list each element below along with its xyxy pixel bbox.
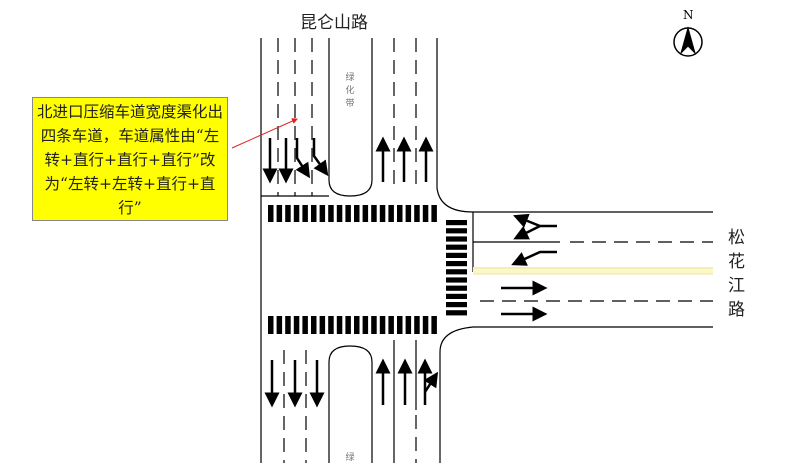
north-arrow-icon — [673, 26, 703, 57]
crosswalk-stripe — [446, 277, 467, 283]
crosswalk-stripe — [328, 316, 334, 334]
crosswalk-stripe — [268, 316, 274, 334]
crosswalk-stripe — [397, 316, 403, 334]
crosswalk-stripe — [285, 205, 291, 222]
crosswalk-stripe — [446, 285, 467, 291]
crosswalk-stripe — [362, 205, 369, 222]
crosswalk-stripe — [422, 205, 429, 222]
crosswalk-stripe — [293, 205, 300, 222]
callout-pointer — [231, 118, 298, 149]
median-label: 绿化带 — [345, 73, 355, 109]
crosswalk-stripe — [388, 316, 394, 334]
arrow-left-turn — [295, 138, 311, 179]
crosswalk-stripe — [328, 205, 334, 222]
arrow-left-west — [511, 250, 557, 266]
crosswalk-stripe — [319, 316, 326, 334]
crosswalk-stripe — [405, 316, 412, 334]
crosswalk-stripe — [446, 269, 467, 275]
crosswalk-stripe — [414, 316, 420, 334]
crosswalk-stripe — [285, 316, 291, 334]
crosswalk-stripe — [422, 316, 429, 334]
crosswalk-stripe — [371, 205, 377, 222]
crosswalk-stripe — [446, 236, 467, 242]
arrow-turn-west — [513, 213, 557, 228]
arrow-turn-west — [513, 224, 541, 240]
crosswalk-stripe — [276, 316, 283, 334]
arrow-right-turn — [423, 371, 439, 393]
crosswalk-stripe — [302, 205, 308, 222]
crosswalk-stripe — [397, 205, 403, 222]
crosswalks — [268, 205, 467, 334]
crosswalk-stripe — [354, 205, 360, 222]
crosswalk-stripe — [446, 310, 467, 316]
lane-arrows — [262, 136, 557, 408]
crosswalk-stripe — [354, 316, 360, 334]
crosswalk-stripe — [336, 316, 343, 334]
crosswalk-stripe — [446, 228, 467, 234]
crosswalk-stripe — [345, 316, 351, 334]
crosswalk-stripe — [446, 302, 467, 308]
arrow-left-turn — [312, 138, 329, 177]
crosswalk-stripe — [293, 316, 300, 334]
crosswalk-stripe — [446, 244, 467, 250]
crosswalk-stripe — [414, 205, 420, 222]
crosswalk-stripe — [405, 205, 412, 222]
crosswalk-stripe — [268, 205, 274, 222]
crosswalk-stripe — [379, 316, 386, 334]
crosswalk-stripe — [371, 316, 377, 334]
crosswalk-stripe — [345, 205, 351, 222]
compass-label: N — [683, 8, 694, 22]
callout-box: 北进口压缩车道宽度渠化出四条车道，车道属性由“左转+直行+直行+直行”改为“左转… — [32, 97, 228, 221]
road-edges — [260, 38, 713, 463]
lane-dashes — [277, 38, 713, 463]
crosswalk-stripe — [311, 316, 317, 334]
crosswalk-stripe — [276, 205, 283, 222]
crosswalk-stripe — [388, 205, 394, 222]
crosswalk-stripe — [446, 261, 467, 267]
crosswalk-stripe — [302, 316, 308, 334]
crosswalk-stripe — [431, 205, 437, 222]
crosswalk-stripe — [446, 220, 467, 226]
road-name-north-south: 昆仑山路 — [300, 13, 368, 33]
crosswalk-stripe — [362, 316, 369, 334]
crosswalk-stripe — [446, 293, 467, 299]
crosswalk-stripe — [446, 252, 467, 258]
road-name-east-west: 松花江路 — [728, 228, 745, 320]
median-label-south: 绿 — [345, 453, 355, 463]
crosswalk-stripe — [319, 205, 326, 222]
crosswalk-stripe — [379, 205, 386, 222]
crosswalk-stripe — [431, 316, 437, 334]
crosswalk-stripe — [336, 205, 343, 222]
center-line — [473, 267, 713, 274]
crosswalk-stripe — [311, 205, 317, 222]
